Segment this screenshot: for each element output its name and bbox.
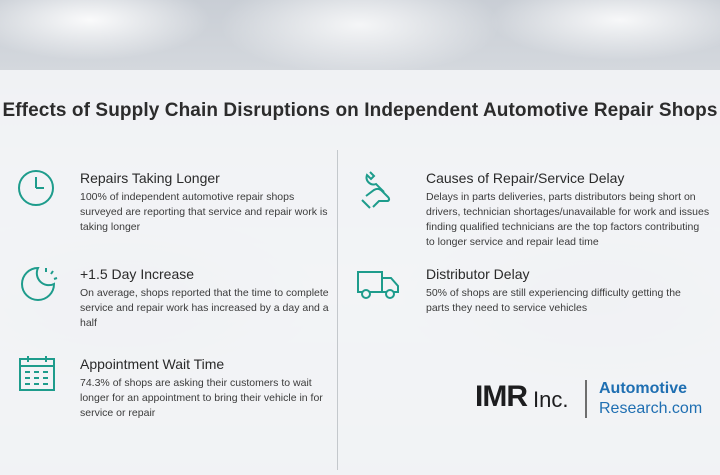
logo-separator	[585, 380, 587, 418]
logo-line1: Automotive	[599, 380, 687, 397]
item-appointment-wait: Appointment Wait Time 74.3% of shops are…	[16, 352, 326, 432]
item-heading: Causes of Repair/Service Delay	[426, 170, 625, 186]
item-heading: Repairs Taking Longer	[80, 170, 220, 186]
column-divider	[337, 150, 338, 470]
item-repairs-taking-longer: Repairs Taking Longer 100% of independen…	[16, 166, 327, 246]
logo-imr-text: IMR	[475, 380, 528, 413]
item-body: 100% of independent automotive repair sh…	[80, 191, 328, 233]
page-title: Effects of Supply Chain Disruptions on I…	[2, 100, 718, 121]
imr-automotive-research-logo: IMR Inc. Automotive Research.com	[475, 380, 715, 420]
item-body: 74.3% of shops are asking their customer…	[80, 377, 323, 419]
logo-line2: Research.com	[599, 400, 703, 417]
item-body: 50% of shops are still experiencing diff…	[426, 287, 681, 314]
item-day-increase: +1.5 Day Increase On average, shops repo…	[16, 262, 329, 342]
item-heading: +1.5 Day Increase	[80, 266, 195, 282]
calendar-icon	[16, 352, 60, 396]
item-distributor-delay: Distributor Delay 50% of shops are still…	[356, 262, 710, 322]
logo-inc-text: Inc.	[533, 387, 569, 412]
item-heading: Distributor Delay	[426, 266, 530, 282]
item-body: On average, shops reported that the time…	[80, 287, 329, 329]
item-causes-delay: Causes of Repair/Service Delay Delays in…	[360, 166, 710, 256]
clock-icon	[16, 166, 60, 210]
moon-day-icon	[16, 262, 60, 306]
wrench-hand-icon	[360, 166, 404, 210]
item-body: Delays in parts deliveries, parts distri…	[426, 191, 710, 248]
item-heading: Appointment Wait Time	[80, 356, 225, 372]
truck-icon	[356, 262, 400, 306]
